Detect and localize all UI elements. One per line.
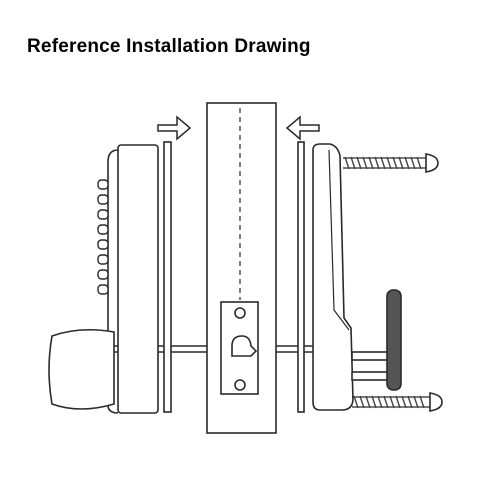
page-title: Reference Installation Drawing	[27, 36, 311, 57]
interior-lever	[351, 289, 402, 391]
mounting-screw-top	[343, 153, 439, 173]
latch-faceplate	[220, 301, 259, 395]
exterior-knob	[48, 328, 115, 410]
keypad-buttons	[97, 179, 109, 295]
interior-unit	[312, 143, 354, 411]
arrow-right-icon	[157, 115, 192, 141]
exterior-keypad-unit	[107, 144, 159, 414]
exterior-gasket	[163, 141, 172, 413]
mounting-screw-bottom	[352, 392, 443, 412]
interior-gasket	[297, 141, 305, 413]
arrow-left-icon	[285, 115, 320, 141]
